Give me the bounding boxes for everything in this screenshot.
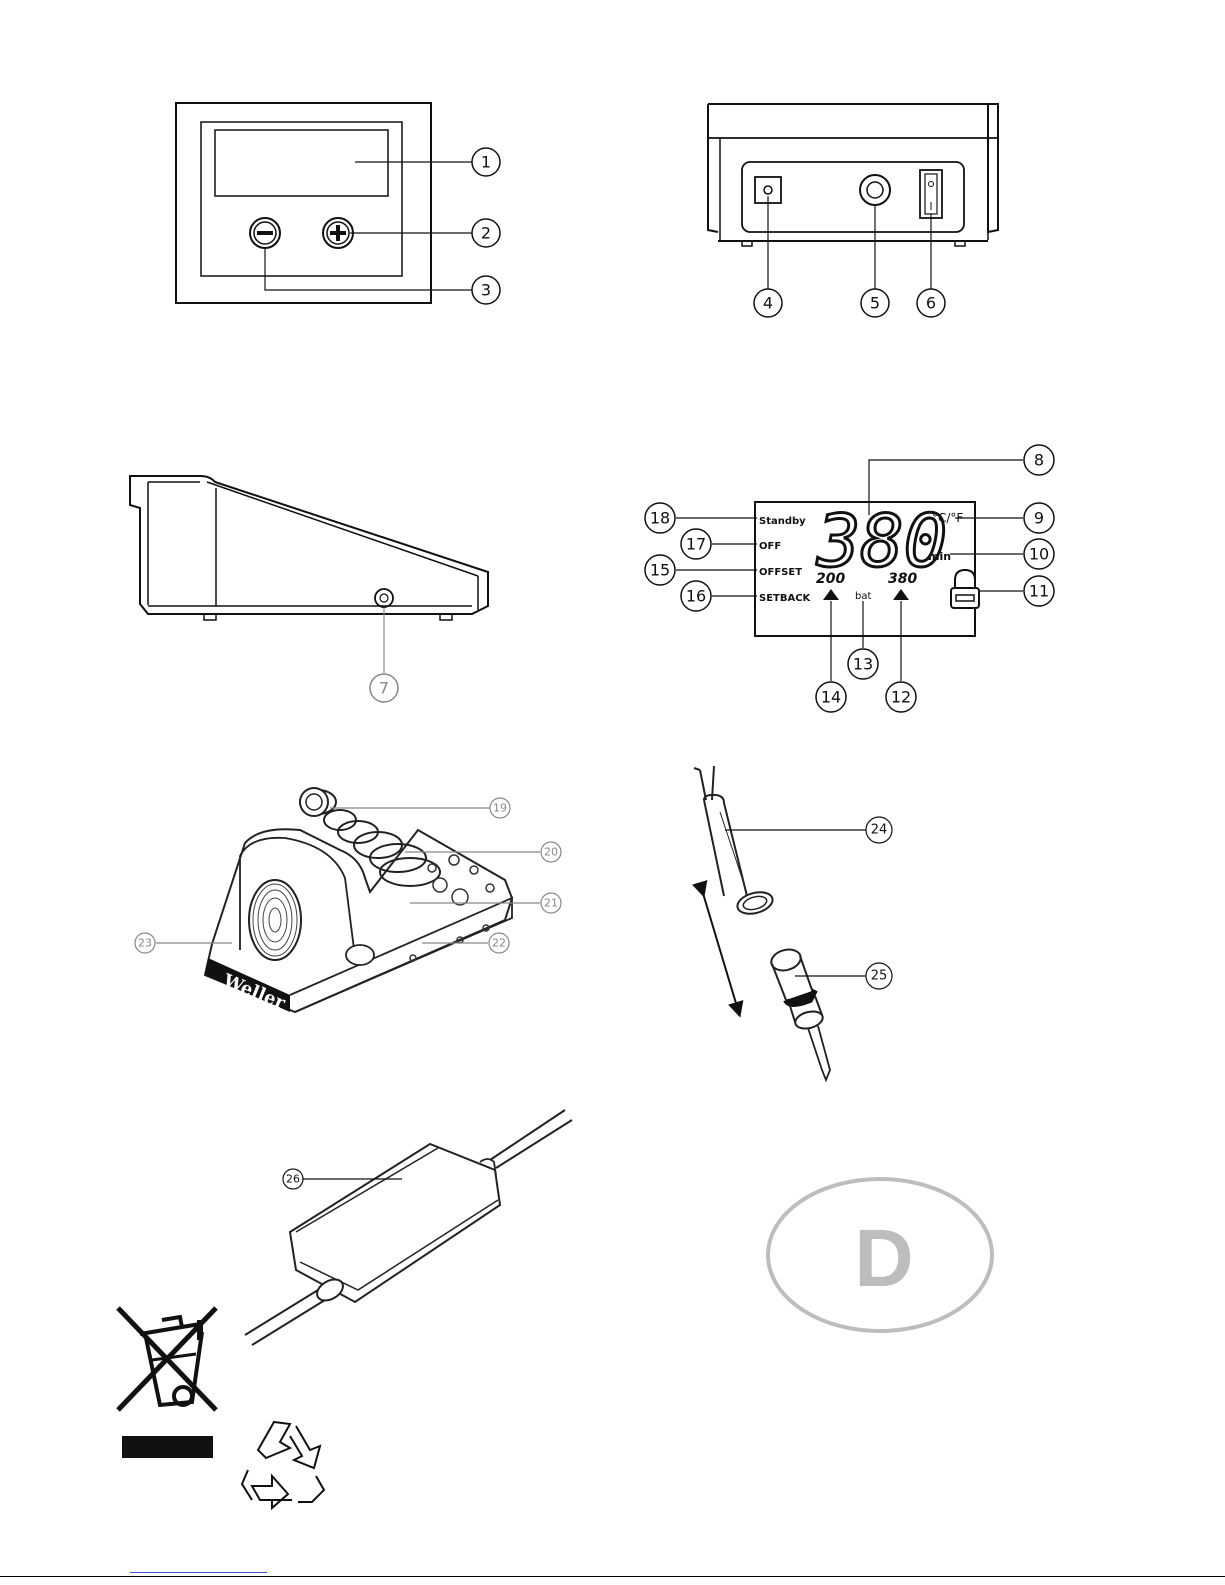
power-switch: [920, 170, 942, 218]
callout-4: 4: [754, 289, 782, 317]
svg-text:26: 26: [286, 1173, 300, 1186]
lcd-setback-temperature: 200: [816, 571, 845, 587]
svg-text:15: 15: [650, 561, 670, 580]
callout-19: 19: [490, 798, 510, 818]
setback-arrow-icon: [823, 589, 839, 600]
weee-crossed-bin-icon: [118, 1308, 216, 1410]
svg-text:5: 5: [870, 294, 880, 313]
callout-22: 22: [489, 933, 509, 953]
set-arrow-icon: [893, 589, 909, 600]
lcd-min-label: min: [928, 550, 951, 563]
country-letter: D: [854, 1213, 913, 1304]
stand-brand-label: Weller: [219, 970, 288, 1014]
lcd-offset-label: OFFSET: [759, 567, 802, 578]
footer-rule: [0, 1576, 1225, 1577]
iron-and-tip: [694, 766, 866, 1080]
callout-23: 23: [135, 933, 155, 953]
power-supply-unit: [245, 1110, 572, 1345]
callout-2: 2: [472, 219, 500, 247]
callout-3: 3: [472, 276, 500, 304]
weee-bar: [122, 1436, 213, 1458]
svg-text:10: 10: [1029, 545, 1049, 564]
recycle-icon: [242, 1422, 324, 1508]
soldering-stand: Weller: [156, 788, 540, 1014]
svg-text:18: 18: [650, 509, 670, 528]
equipotential-socket: [375, 589, 393, 607]
callout-10: 10: [1024, 539, 1054, 569]
lcd-off-label: OFF: [759, 541, 781, 552]
lcd-bat-label: bat: [855, 591, 871, 602]
rear-view: [708, 104, 998, 290]
svg-text:23: 23: [138, 937, 152, 950]
padlock-icon: [951, 570, 979, 608]
svg-text:16: 16: [686, 587, 706, 606]
svg-text:14: 14: [821, 688, 841, 707]
lcd-display-detail: Standby OFF OFFSET SETBACK 380 °C/°F min…: [676, 460, 1023, 681]
callout-1: 1: [472, 148, 500, 176]
svg-text:21: 21: [544, 897, 558, 910]
callout-25: 25: [866, 963, 892, 989]
svg-text:12: 12: [891, 688, 911, 707]
svg-text:2: 2: [481, 224, 491, 243]
svg-text:25: 25: [871, 969, 888, 984]
callout-26: 26: [283, 1169, 303, 1189]
svg-text:4: 4: [763, 294, 773, 313]
callout-12: 12: [886, 682, 916, 712]
callout-circles: 1 2 3 4 5 6 7 8 9 10 11 12 13 14 15 16 1…: [135, 148, 1054, 1189]
svg-text:8: 8: [1034, 451, 1044, 470]
country-badge: D: [768, 1179, 992, 1331]
callout-18: 18: [645, 503, 675, 533]
callout-15: 15: [645, 555, 675, 585]
iron-socket: [860, 175, 890, 205]
callout-9: 9: [1024, 503, 1054, 533]
callout-24: 24: [866, 817, 892, 843]
lcd-standby-label: Standby: [759, 516, 806, 527]
footer-link-underline[interactable]: [130, 1572, 267, 1573]
svg-text:13: 13: [853, 655, 873, 674]
svg-text:6: 6: [926, 294, 936, 313]
plus-button-icon: [323, 218, 353, 248]
callout-8: 8: [1024, 445, 1054, 475]
svg-text:17: 17: [686, 535, 706, 554]
front-display-window: [215, 130, 388, 196]
svg-text:1: 1: [481, 153, 491, 172]
svg-text:7: 7: [379, 679, 389, 698]
svg-text:11: 11: [1029, 582, 1049, 601]
callout-17: 17: [681, 529, 711, 559]
svg-text:19: 19: [493, 802, 507, 815]
callout-20: 20: [541, 842, 561, 862]
lcd-setback-label: SETBACK: [759, 593, 812, 604]
callout-5: 5: [861, 289, 889, 317]
svg-text:24: 24: [871, 823, 888, 838]
lcd-set-temperature: 380: [888, 571, 917, 587]
svg-text:3: 3: [481, 281, 491, 300]
callout-6: 6: [917, 289, 945, 317]
svg-text:22: 22: [492, 937, 506, 950]
svg-text:9: 9: [1034, 509, 1044, 528]
callout-11: 11: [1024, 576, 1054, 606]
svg-text:20: 20: [544, 846, 558, 859]
front-panel-view: [176, 103, 472, 303]
callout-21: 21: [541, 893, 561, 913]
callout-16: 16: [681, 581, 711, 611]
minus-button-icon: [250, 218, 280, 248]
callout-13: 13: [848, 649, 878, 679]
callout-7: 7: [370, 674, 398, 702]
callout-14: 14: [816, 682, 846, 712]
side-view: [130, 476, 488, 673]
